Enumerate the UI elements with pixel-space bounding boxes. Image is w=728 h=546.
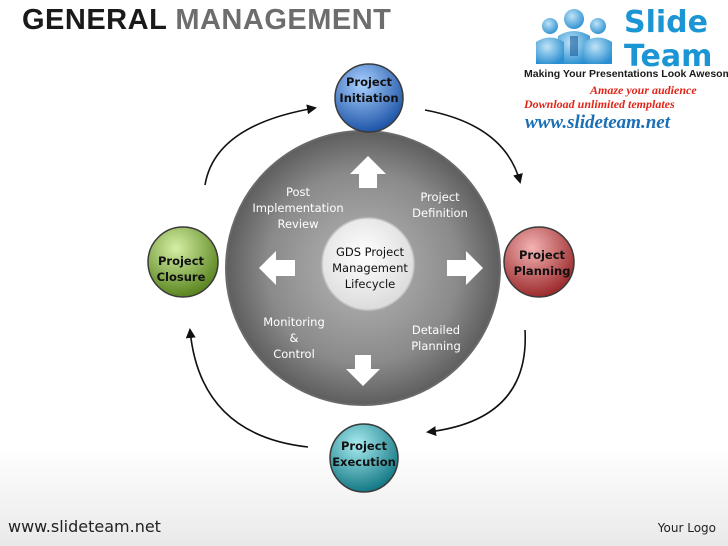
stage-ball-planning[interactable] bbox=[503, 226, 575, 298]
page-title: GENERAL MANAGEMENT bbox=[22, 4, 391, 37]
stage-label-planning-line-2: Planning bbox=[513, 264, 571, 278]
ring-label-monitoring-line-2: & bbox=[289, 331, 299, 345]
ring-label-post-impl-line-1: Post bbox=[285, 185, 311, 199]
stage-label-execution-line-1: Project bbox=[340, 439, 388, 453]
brand-promo-2: Download unlimited templates bbox=[524, 97, 675, 111]
stage-label-initiation-line-2: Initiation bbox=[339, 91, 399, 105]
arrow-up-icon bbox=[350, 156, 386, 188]
arrow-right-icon bbox=[447, 251, 483, 285]
stage-ball-execution[interactable] bbox=[329, 423, 399, 493]
brand-tagline: Making Your Presentations Look Awesome bbox=[524, 68, 728, 80]
center-label-line-1: GDS Project bbox=[335, 245, 405, 259]
stage-label-planning: Project Planning bbox=[502, 247, 582, 279]
cycle-hub bbox=[321, 217, 415, 311]
ring-label-post-impl-line-2: Implementation bbox=[252, 201, 344, 215]
brand-promo-1: Amaze your audience bbox=[590, 83, 697, 97]
ring-label-post-impl: Post Implementation Review bbox=[246, 184, 350, 232]
ring-label-definition: Project Definition bbox=[400, 189, 480, 221]
center-label: GDS Project Management Lifecycle bbox=[320, 244, 420, 292]
arrow-planning-to-execution bbox=[426, 329, 526, 437]
ring-label-monitoring: Monitoring & Control bbox=[249, 314, 339, 362]
footer-url[interactable]: www.slideteam.net bbox=[8, 517, 161, 536]
brand-url[interactable]: www.slideteam.net bbox=[525, 112, 670, 133]
stage-ball-initiation[interactable] bbox=[334, 63, 404, 133]
people-logo-icon bbox=[536, 9, 612, 64]
ring-label-post-impl-line-3: Review bbox=[277, 217, 319, 231]
stage-label-planning-line-1: Project bbox=[518, 248, 566, 262]
ring-label-detailed-planning-line-1: Detailed bbox=[411, 323, 461, 337]
arrow-down-icon bbox=[346, 355, 380, 386]
stage-label-closure: Project Closure bbox=[141, 253, 221, 285]
ring-label-detailed-planning-line-2: Planning bbox=[411, 339, 461, 353]
ring-label-definition-line-1: Project bbox=[420, 190, 460, 204]
arrow-execution-to-closure bbox=[185, 328, 309, 448]
ring-label-detailed-planning: Detailed Planning bbox=[396, 322, 476, 354]
ring-label-monitoring-line-1: Monitoring bbox=[263, 315, 325, 329]
stage-label-closure-line-1: Project bbox=[157, 254, 205, 268]
title-part-1: GENERAL bbox=[22, 4, 167, 36]
center-label-line-3: Lifecycle bbox=[344, 277, 396, 291]
stage-label-initiation: Project Initiation bbox=[329, 74, 409, 106]
title-part-2: MANAGEMENT bbox=[175, 4, 392, 36]
ring-label-definition-line-2: Definition bbox=[412, 206, 468, 220]
brand-name-line-2: Team bbox=[624, 39, 713, 74]
arrow-closure-to-initiation bbox=[204, 104, 317, 186]
stage-label-initiation-line-1: Project bbox=[345, 75, 393, 89]
arrow-initiation-to-planning bbox=[424, 109, 523, 184]
center-label-line-2: Management bbox=[332, 261, 408, 275]
stage-ball-closure[interactable] bbox=[147, 226, 219, 298]
arrow-left-icon bbox=[259, 251, 295, 285]
stage-label-execution-line-2: Execution bbox=[332, 455, 396, 469]
stage-label-execution: Project Execution bbox=[324, 438, 404, 470]
stage-label-closure-line-2: Closure bbox=[156, 270, 206, 284]
footer-logo: Your Logo bbox=[657, 521, 716, 535]
ring-label-monitoring-line-3: Control bbox=[273, 347, 315, 361]
brand-name: Slide Team bbox=[624, 6, 712, 74]
brand-name-line-1: Slide bbox=[624, 5, 708, 40]
